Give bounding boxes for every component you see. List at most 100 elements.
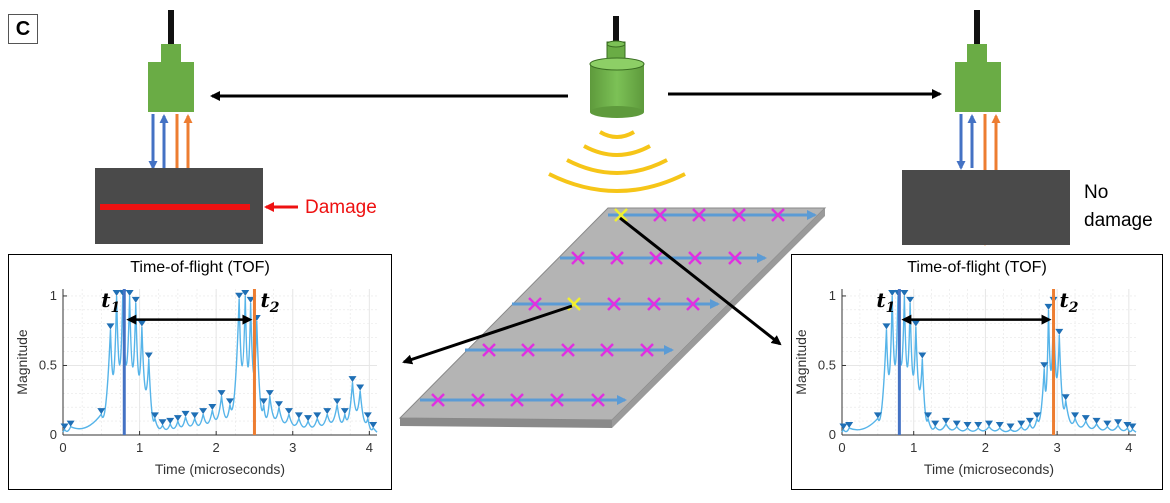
peak-marker <box>313 412 322 419</box>
peak-marker <box>60 423 69 430</box>
scan-plate <box>398 207 827 428</box>
peak-marker <box>294 412 303 419</box>
y-tick-label: 1 <box>829 288 836 303</box>
scan-point <box>510 393 524 407</box>
scan-point-selected <box>614 208 628 222</box>
peak-marker <box>995 422 1004 429</box>
peak-marker <box>265 390 274 397</box>
scan-point <box>771 208 785 222</box>
y-tick-label: 0.5 <box>818 357 836 372</box>
scan-point <box>550 393 564 407</box>
tof-arrow <box>126 314 253 325</box>
peak-marker <box>259 398 268 405</box>
peak-marker <box>900 289 909 296</box>
axes <box>841 289 1136 436</box>
peak-marker <box>1040 362 1049 369</box>
damaged-plate <box>95 168 298 244</box>
signal-line <box>841 295 1137 433</box>
scan-point <box>600 343 614 357</box>
signal-line <box>62 295 378 433</box>
arrow-to-right-plot <box>619 216 782 346</box>
plot-title: Time-of-flight (TOF) <box>130 259 270 276</box>
grid <box>841 289 1136 436</box>
tof-arrow <box>901 314 1052 325</box>
scan-point <box>471 393 485 407</box>
ultrasonic-waves <box>548 130 686 193</box>
peak-marker <box>208 403 217 410</box>
scan-point <box>688 251 702 265</box>
x-tick-label: 4 <box>366 440 373 455</box>
scan-point <box>728 251 742 265</box>
arrow-to-left-plot <box>402 304 573 365</box>
peak-marker <box>906 296 915 303</box>
no-damage-label-line1: No <box>1084 182 1109 203</box>
plot-title: Time-of-flight (TOF) <box>907 259 1047 276</box>
peak-marker <box>888 289 897 296</box>
scan-point <box>571 251 585 265</box>
peak-marker <box>369 422 378 429</box>
peak-marker <box>941 417 950 424</box>
left-transducer <box>148 10 194 112</box>
peak-marker <box>131 296 140 303</box>
x-tick-label: 0 <box>838 440 845 455</box>
peak-marker <box>963 422 972 429</box>
panel-label: C <box>8 14 38 44</box>
y-tick-label: 0 <box>50 427 57 442</box>
scan-point <box>528 297 542 311</box>
x-axis-label: Time (microseconds) <box>155 461 285 477</box>
peak-marker <box>974 422 983 429</box>
peak-marker <box>173 415 182 422</box>
undamaged-plate <box>902 170 1070 245</box>
peak-marker <box>1114 419 1123 426</box>
scan-point <box>591 393 605 407</box>
scan-point <box>607 297 621 311</box>
peak-marker <box>150 412 159 419</box>
peak-marker <box>985 420 993 427</box>
peak-marker <box>356 384 365 391</box>
peak-marker <box>166 417 175 424</box>
y-tick-label: 0 <box>829 427 836 442</box>
x-tick-label: 1 <box>136 440 143 455</box>
y-tick-label: 1 <box>50 288 57 303</box>
scan-point <box>431 393 445 407</box>
x-axis-label: Time (microseconds) <box>924 461 1054 477</box>
peak-marker <box>125 289 134 296</box>
scan-point <box>521 343 535 357</box>
x-tick-label: 4 <box>1125 440 1132 455</box>
peak-marker <box>839 423 848 430</box>
peak-marker <box>66 420 75 427</box>
peak-marker <box>181 410 190 417</box>
scan-point <box>561 343 575 357</box>
peak-marker <box>225 398 234 405</box>
peak-marker <box>931 420 940 427</box>
x-tick-label: 2 <box>982 440 989 455</box>
x-tick-label: 1 <box>910 440 917 455</box>
peak-marker <box>882 323 891 330</box>
peak-marker <box>158 419 167 426</box>
center-transducer <box>589 16 645 118</box>
scan-point <box>732 208 746 222</box>
peak-marker <box>97 408 106 415</box>
axes <box>62 289 377 436</box>
peak-marker <box>363 412 372 419</box>
peak-marker <box>873 412 882 419</box>
peak-marker <box>274 401 283 408</box>
peak-marker <box>217 390 226 397</box>
peak-marker <box>952 420 961 427</box>
peak-marker <box>1103 420 1112 427</box>
peak-marker <box>112 289 121 296</box>
damage-label: Damage <box>305 197 377 218</box>
y-tick-label: 0.5 <box>39 357 57 372</box>
peak-marker <box>284 408 293 415</box>
x-tick-label: 2 <box>213 440 220 455</box>
t1-label: t1 <box>876 288 895 316</box>
right-transducer <box>955 10 1001 112</box>
peak-marker <box>1017 420 1026 427</box>
peak-marker <box>1033 412 1042 419</box>
y-axis-label: Magnitude <box>793 329 809 395</box>
peak-marker <box>190 412 199 419</box>
